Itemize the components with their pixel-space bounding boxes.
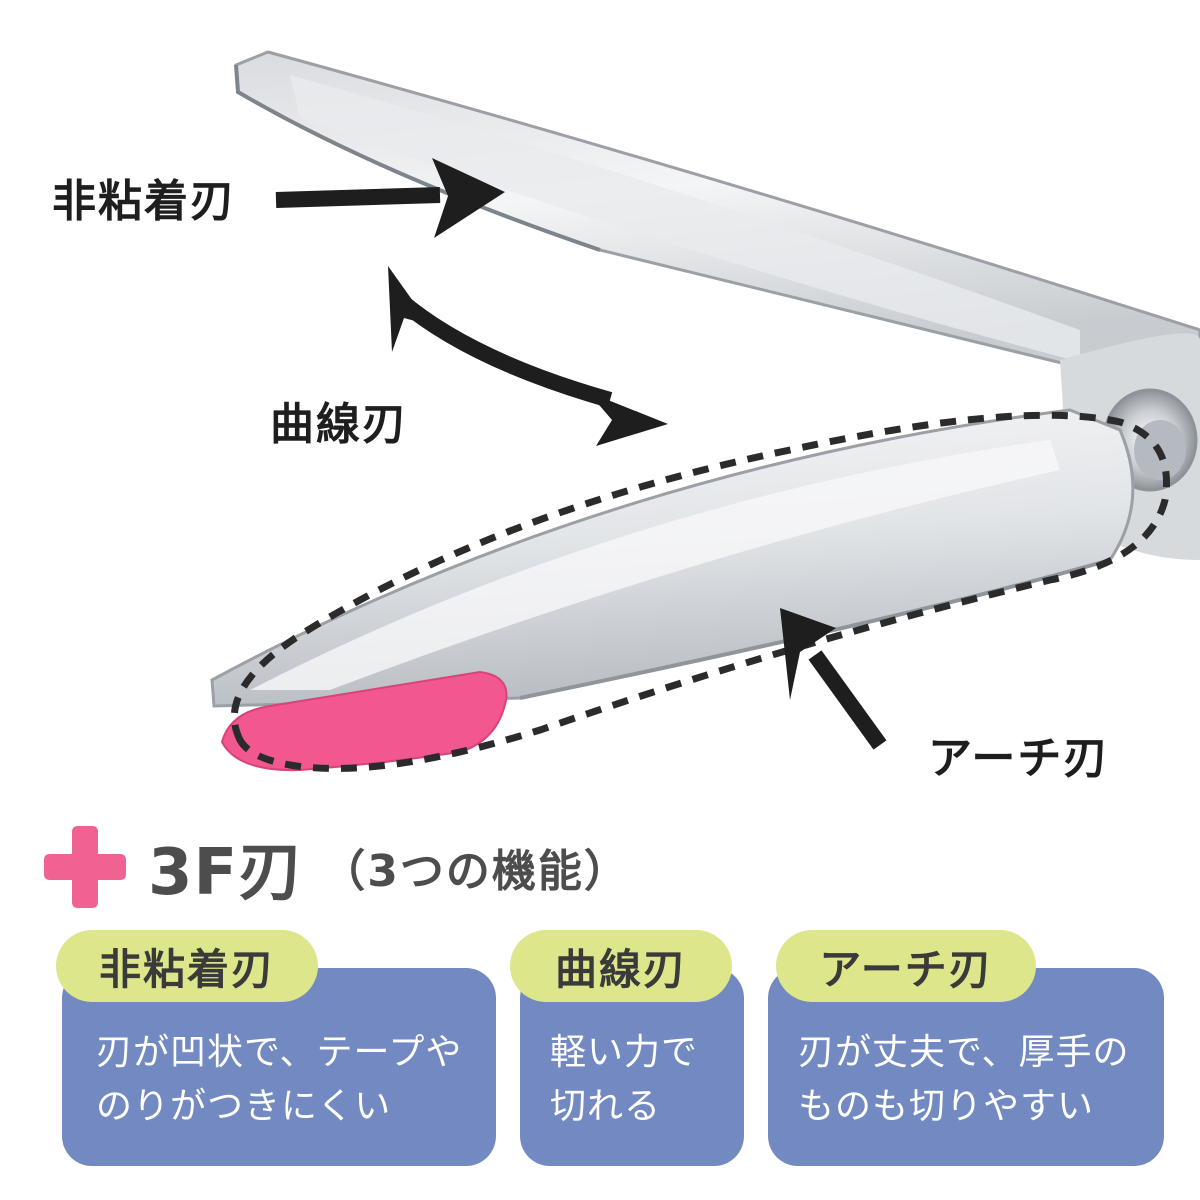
card-non-stick-line1: 刃が凹状で、テープや [96,1032,463,1073]
plus-icon [44,826,126,908]
pink-blade-tip [220,670,508,772]
tab-arch: アーチ刃 [776,930,1036,1002]
tab-non-stick: 非粘着刃 [56,930,318,1002]
card-arch-line1: 刃が丈夫で、厚手の [798,1032,1130,1073]
heading-title: 3F刃 [148,836,304,910]
heading-subtitle: （3つの機能） [321,846,630,897]
scissors-photo [210,50,1200,772]
card-non-stick-line2: のりがつきにくい [96,1086,392,1127]
non-stick-arrow-icon [275,158,505,238]
section-heading: 3F刃 （3つの機能） [44,822,630,912]
arch-blade-outline [230,411,1170,772]
card-curved-line1: 軽い力で [550,1032,699,1073]
callout-non-stick-blade: 非粘着刃 [52,176,236,227]
arch-arrow-icon [780,608,887,750]
tab-curved: 曲線刃 [510,930,732,1002]
lower-blade [210,408,1135,708]
callout-arch-blade: アーチ刃 [928,733,1110,784]
card-curved-line2: 切れる [550,1086,662,1127]
card-arch-line2: ものも切りやすい [798,1086,1095,1127]
callout-curved-blade: 曲線刃 [270,399,408,450]
upper-blade [234,50,1200,382]
curved-double-arrow-icon [388,266,668,446]
